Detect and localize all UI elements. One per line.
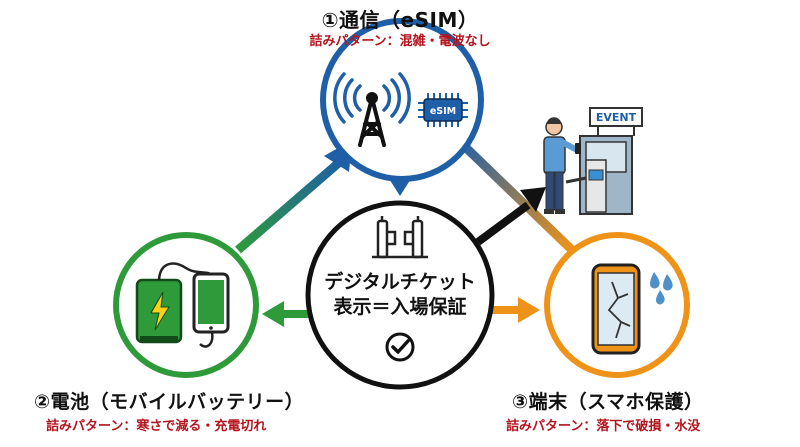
charging-cable-bottom — [199, 331, 214, 348]
esim-chip-icon: eSIM — [418, 93, 468, 127]
edge-comm-to-device — [454, 136, 576, 254]
device-hub — [544, 232, 690, 378]
comm-hub: eSIM — [320, 18, 484, 182]
comm-title: ①通信（eSIM） — [321, 8, 479, 32]
signal-waves-icon — [333, 72, 411, 124]
mobile-battery-icon — [135, 278, 183, 344]
device-pattern: 詰みパターン：落下で破損・水没 — [506, 419, 701, 434]
arrow-center-to-gate-head — [520, 187, 546, 212]
turnstile — [585, 159, 607, 213]
smartphone-icon — [192, 272, 230, 334]
esim-chip-label: eSIM — [430, 106, 456, 117]
battery-pattern: 詰みパターン：寒さで減る・充電切れ — [46, 419, 267, 434]
center-label-line1: デジタルチケット — [324, 271, 476, 293]
checkmark-icon — [385, 332, 415, 362]
arrow-center-to-gate-shaft — [475, 201, 531, 246]
arrow-center-to-device-head — [518, 297, 540, 323]
event-sign — [589, 107, 643, 127]
protected-phone-icon — [591, 263, 641, 355]
device-title: ③端末（スマホ保護） — [512, 391, 704, 413]
ticket-gate-icon — [372, 216, 428, 259]
center-hub-ring — [305, 200, 495, 390]
water-drops-icon — [650, 272, 673, 305]
battery-title: ②電池（モバイルバッテリー） — [34, 391, 305, 413]
comm-pattern: 詰みパターン：混雑・電波なし — [309, 34, 491, 49]
center-label: デジタルチケット 表示＝入場保証 — [300, 270, 500, 320]
event-gate-scene: EVENT — [543, 107, 643, 215]
center-hub — [305, 200, 495, 390]
edge-battery-to-comm — [235, 156, 345, 254]
crack-icon — [607, 281, 631, 339]
center-label-line2: 表示＝入場保証 — [333, 296, 467, 318]
antenna-tower-icon — [358, 92, 386, 147]
event-sign-text: EVENT — [596, 111, 637, 124]
lightning-bolt-icon — [150, 291, 170, 331]
visitor-figure — [543, 117, 581, 214]
battery-hub — [113, 232, 259, 378]
arrow-center-to-battery-head — [262, 301, 284, 327]
